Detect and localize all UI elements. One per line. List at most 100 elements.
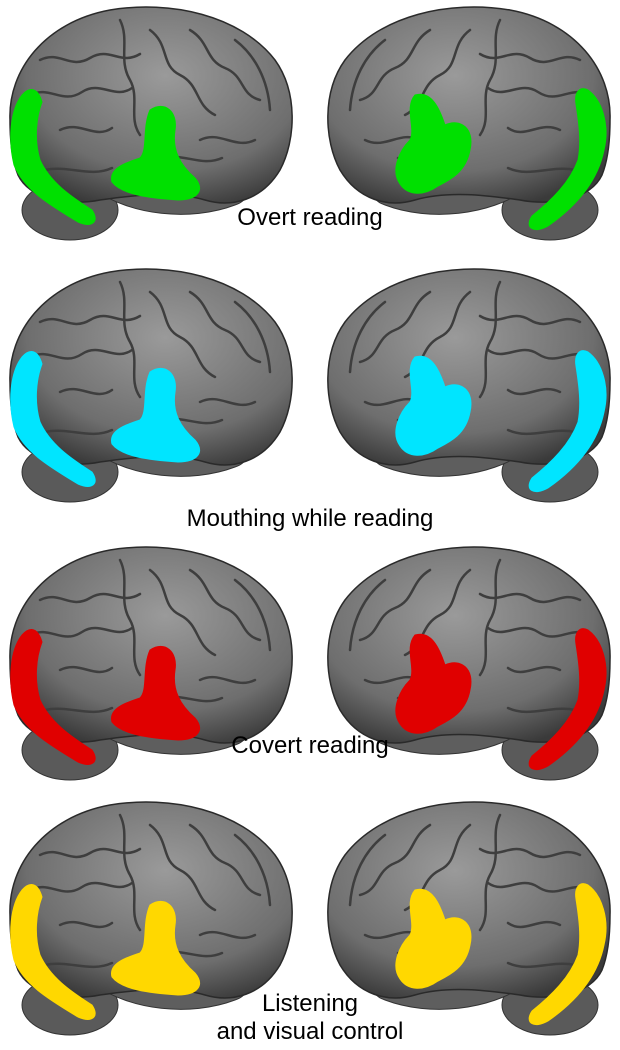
label-covert-reading: Covert reading [195,732,425,760]
sulcus [506,665,562,674]
brain-right-mouthing [320,262,620,512]
label-line: Mouthing while reading [186,505,434,532]
sulcus [358,290,432,364]
sulcus [118,18,142,137]
sulcus [348,300,387,374]
sulcus [188,568,262,642]
sulcus [28,348,134,360]
sulcus [28,626,134,638]
brain-left-covert [0,540,300,790]
activation-region [395,633,472,734]
cerebrum [327,801,611,999]
sulcus [58,920,114,929]
activation-region [528,883,607,1026]
sulcus [506,125,562,134]
sulcus [148,568,217,657]
sulcus [28,86,134,98]
activation-region [111,367,200,463]
sulcus [358,568,432,642]
cerebrum [327,268,611,466]
sulcus [348,38,387,112]
activation-region [395,888,472,989]
left-hemisphere-rendering [9,6,293,241]
sulcus [486,348,592,360]
sulcus [506,920,562,929]
left-hemisphere-rendering [9,801,293,1036]
sulcus [506,428,577,436]
label-overt-reading: Overt reading [195,204,425,232]
sulcus [506,706,577,714]
sulcus [58,665,114,674]
activation-region [10,351,96,487]
sulcus [43,706,114,714]
sulcus [358,823,432,897]
activation-region [528,350,607,493]
left-hemisphere-rendering [9,546,293,781]
sulcus [233,833,272,907]
brain-right-listening [320,795,620,1045]
sulcus [506,387,562,396]
sulcus [198,397,257,407]
activation-region [528,628,607,771]
cerebrum [327,6,611,204]
sulcus [148,823,217,912]
sulcus [43,428,114,436]
sulcus [478,18,502,137]
sulcus [28,881,134,893]
sulcus [506,166,577,174]
sulcus [348,578,387,652]
sulcus [118,280,142,399]
sulcus [198,930,257,940]
right-hemisphere-rendering [327,6,611,241]
brain-right-covert [320,540,620,790]
activation-region [395,355,472,456]
right-hemisphere-rendering [327,546,611,781]
label-mouthing-while-reading: Mouthing while reading [150,505,470,533]
sulcus [486,626,592,638]
activation-region [528,88,607,231]
activation-region [111,105,200,201]
sulcus [198,675,257,685]
sulcus [233,300,272,374]
activation-region [111,645,200,741]
sulcus [478,280,502,399]
right-hemisphere-rendering [327,268,611,503]
activation-region [111,900,200,996]
sulcus [478,813,502,932]
activation-region [10,884,96,1020]
label-line: Overt reading [237,204,383,231]
brain-left-overt [0,0,300,250]
sulcus [188,28,262,102]
sulcus [486,881,592,893]
sulcus [188,823,262,897]
left-hemisphere-rendering [9,268,293,503]
sulcus [43,166,114,174]
sulcus [348,833,387,907]
activation-region [10,629,96,765]
sulcus [43,961,114,969]
right-hemisphere-rendering [327,801,611,1036]
sulcus [118,813,142,932]
sulcus [233,38,272,112]
activation-region [10,89,96,225]
brain-left-mouthing [0,262,300,512]
sulcus [486,86,592,98]
sulcus [148,28,217,117]
sulcus [233,578,272,652]
brain-left-listening [0,795,300,1045]
brain-right-overt [320,0,620,250]
label-line: Listening [261,990,359,1017]
label-line: and visual control [216,1018,404,1045]
label-line: Covert reading [231,732,389,759]
sulcus [148,290,217,379]
sulcus [188,290,262,364]
sulcus [506,961,577,969]
sulcus [58,387,114,396]
sulcus [358,28,432,102]
sulcus [58,125,114,134]
sulcus [478,558,502,677]
cerebrum [327,546,611,744]
sulcus [198,135,257,145]
activation-region [395,93,472,194]
